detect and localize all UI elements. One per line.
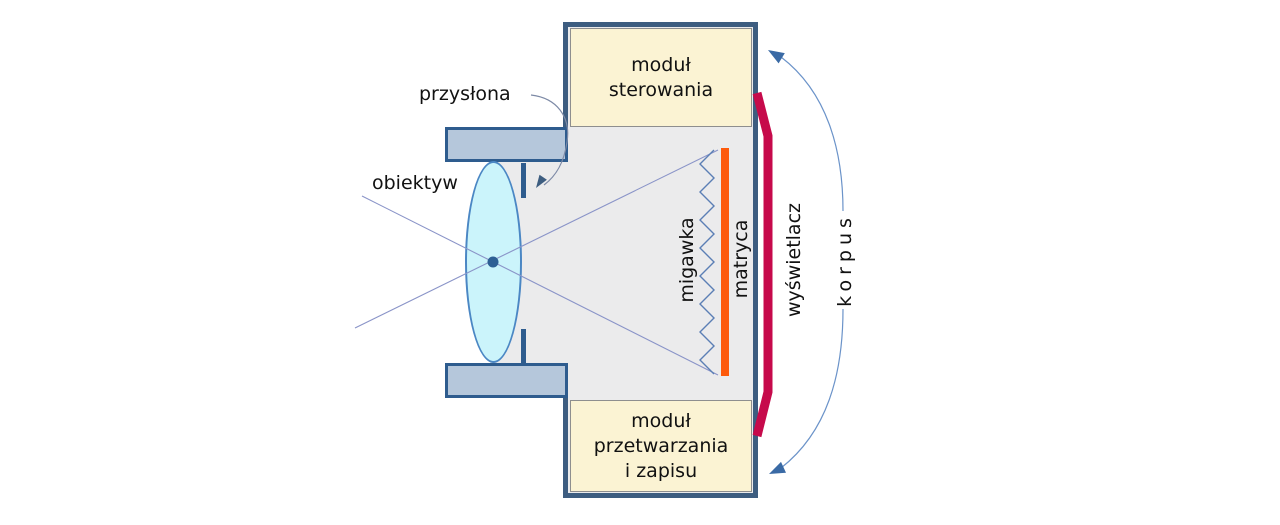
aperture-blade-top (521, 163, 526, 198)
label-shutter: migawka (676, 217, 698, 303)
label-lens: obiektyw (372, 172, 458, 194)
body-leader-bottom (780, 308, 844, 469)
lens-ellipse (465, 161, 522, 363)
body-leader-top (780, 56, 844, 212)
display-bar (752, 91, 773, 438)
body-arrowhead-top-icon (768, 50, 785, 64)
lens-barrel-bottom (445, 363, 568, 398)
label-sensor: matryca (730, 219, 752, 299)
label-body: korpus (834, 213, 856, 307)
lens-barrel-top (445, 127, 568, 162)
label-aperture: przysłona (419, 83, 511, 105)
processing-module-label-line3: i zapisu (624, 459, 698, 482)
processing-module-label-line2: przetwarzania (593, 434, 729, 457)
body-arrowhead-bottom-icon (769, 461, 786, 474)
control-module-label-line1: moduł (631, 53, 691, 76)
processing-module-box: moduł przetwarzania i zapisu (570, 400, 752, 492)
label-display: wyświetlacz (783, 203, 805, 317)
processing-module-label-line1: moduł (631, 409, 691, 432)
control-module-box: moduł sterowania (570, 28, 752, 127)
aperture-blade-bottom (521, 329, 526, 364)
control-module-label-line2: sterowania (608, 78, 714, 101)
